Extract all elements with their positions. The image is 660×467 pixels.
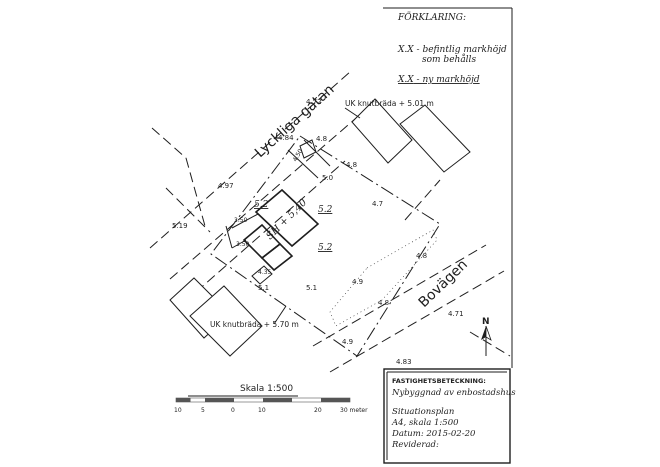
north-arrow-icon [481,326,486,340]
height-4-8-b: 4.8 [346,161,357,169]
leader-lines [188,107,361,397]
height-4-72: 4.72 [306,98,322,106]
legend-title: FÖRKLARING: [397,11,466,23]
height-5-2-b: 5.2 [318,205,333,215]
height-4-8-c: 4.8 [416,252,427,260]
dimension-4-50: 4.50 [292,148,305,163]
height-4-83: 4.83 [396,358,412,366]
title-block-project: Nybyggnad av enbostadshus [391,388,516,398]
property-lines [151,127,441,233]
legend-existing-line2: som behålls [422,53,476,65]
new-house [225,188,320,285]
scale-bar-title: Skala 1:500 [240,384,293,394]
scale-tick-5: 5 [201,407,205,414]
height-4-8-a: 4.8 [316,135,327,143]
north-arrow: N [481,317,492,356]
legend: FÖRKLARING: X.X - befintlig markhöjd som… [397,11,507,85]
height-4-9-b: 4.9 [342,338,353,346]
plot-boundary [210,135,441,357]
uk-label-top: UK knutbräda + 5.01 m [345,99,434,108]
legend-new-mark: X.X - ny markhöjd [397,75,480,85]
scale-tick-30: 30 meter [340,407,368,414]
street-label-bovagen: Bovägen [416,257,471,311]
height-5-1-b: 5.1 [306,284,317,292]
title-block-revised: Reviderad: [391,440,439,450]
height-5-19: 5.19 [172,222,188,230]
height-4-71: 4.71 [448,310,464,318]
scale-tick-0: 0 [231,407,235,414]
street-label-lyckliga-gatan: Lyckliga gatan [252,82,338,161]
entrance-path [287,139,331,179]
legend-existing-line1: X.X - befintlig markhöjd [397,45,507,55]
height-5-1-a: 5.1 [258,284,269,292]
scale-tick-10: 10 [258,407,266,414]
neighbour-building-bottom-left [169,277,263,357]
height-4-7: 4.7 [372,200,383,208]
title-block-heading: FASTIGHETSBETECKNING: [392,377,486,385]
dimension-4-35: 4.35 [258,269,272,276]
title-block-scale: A4, skala 1:500 [391,418,459,428]
north-letter: N [482,317,490,327]
height-5-2-a: 5.2 [254,200,269,210]
dimension-3-50-a: 3.50 [234,217,248,224]
height-4-8-d: 4.8 [378,299,389,307]
neighbour-building-top-right [351,98,471,173]
height-5-2-c: 5.2 [318,243,333,253]
title-block: FASTIGHETSBETECKNING: Nybyggnad av enbos… [383,368,516,464]
height-4-9-a: 4.9 [352,278,363,286]
scale-tick-10-left: 10 [174,407,182,414]
uk-label-bottom: UK knutbräda + 5.70 m [210,320,299,329]
house-label: SH + 5,40 [264,197,309,242]
sheet-border [383,7,513,368]
height-4-84: 4.84 [278,134,294,142]
spot-heights: 4.72 4.84 4.8 5.0 4.8 4.97 4.7 5.19 5.2 … [172,98,464,366]
bovagen-road [312,244,511,373]
scale-bar: Skala 1:500 10 5 0 10 20 30 meter [174,384,368,414]
dimension-3-50-b: 3.50 [236,241,250,248]
height-5-0: 5.0 [322,174,333,182]
height-4-97: 4.97 [218,182,234,190]
title-block-drawing-type: Situationsplan [392,407,454,417]
driveway-hatch [329,229,438,327]
scale-tick-20: 20 [314,407,322,414]
title-block-date: Datum: 2015-02-20 [391,429,476,439]
entrance-stair [299,139,317,159]
